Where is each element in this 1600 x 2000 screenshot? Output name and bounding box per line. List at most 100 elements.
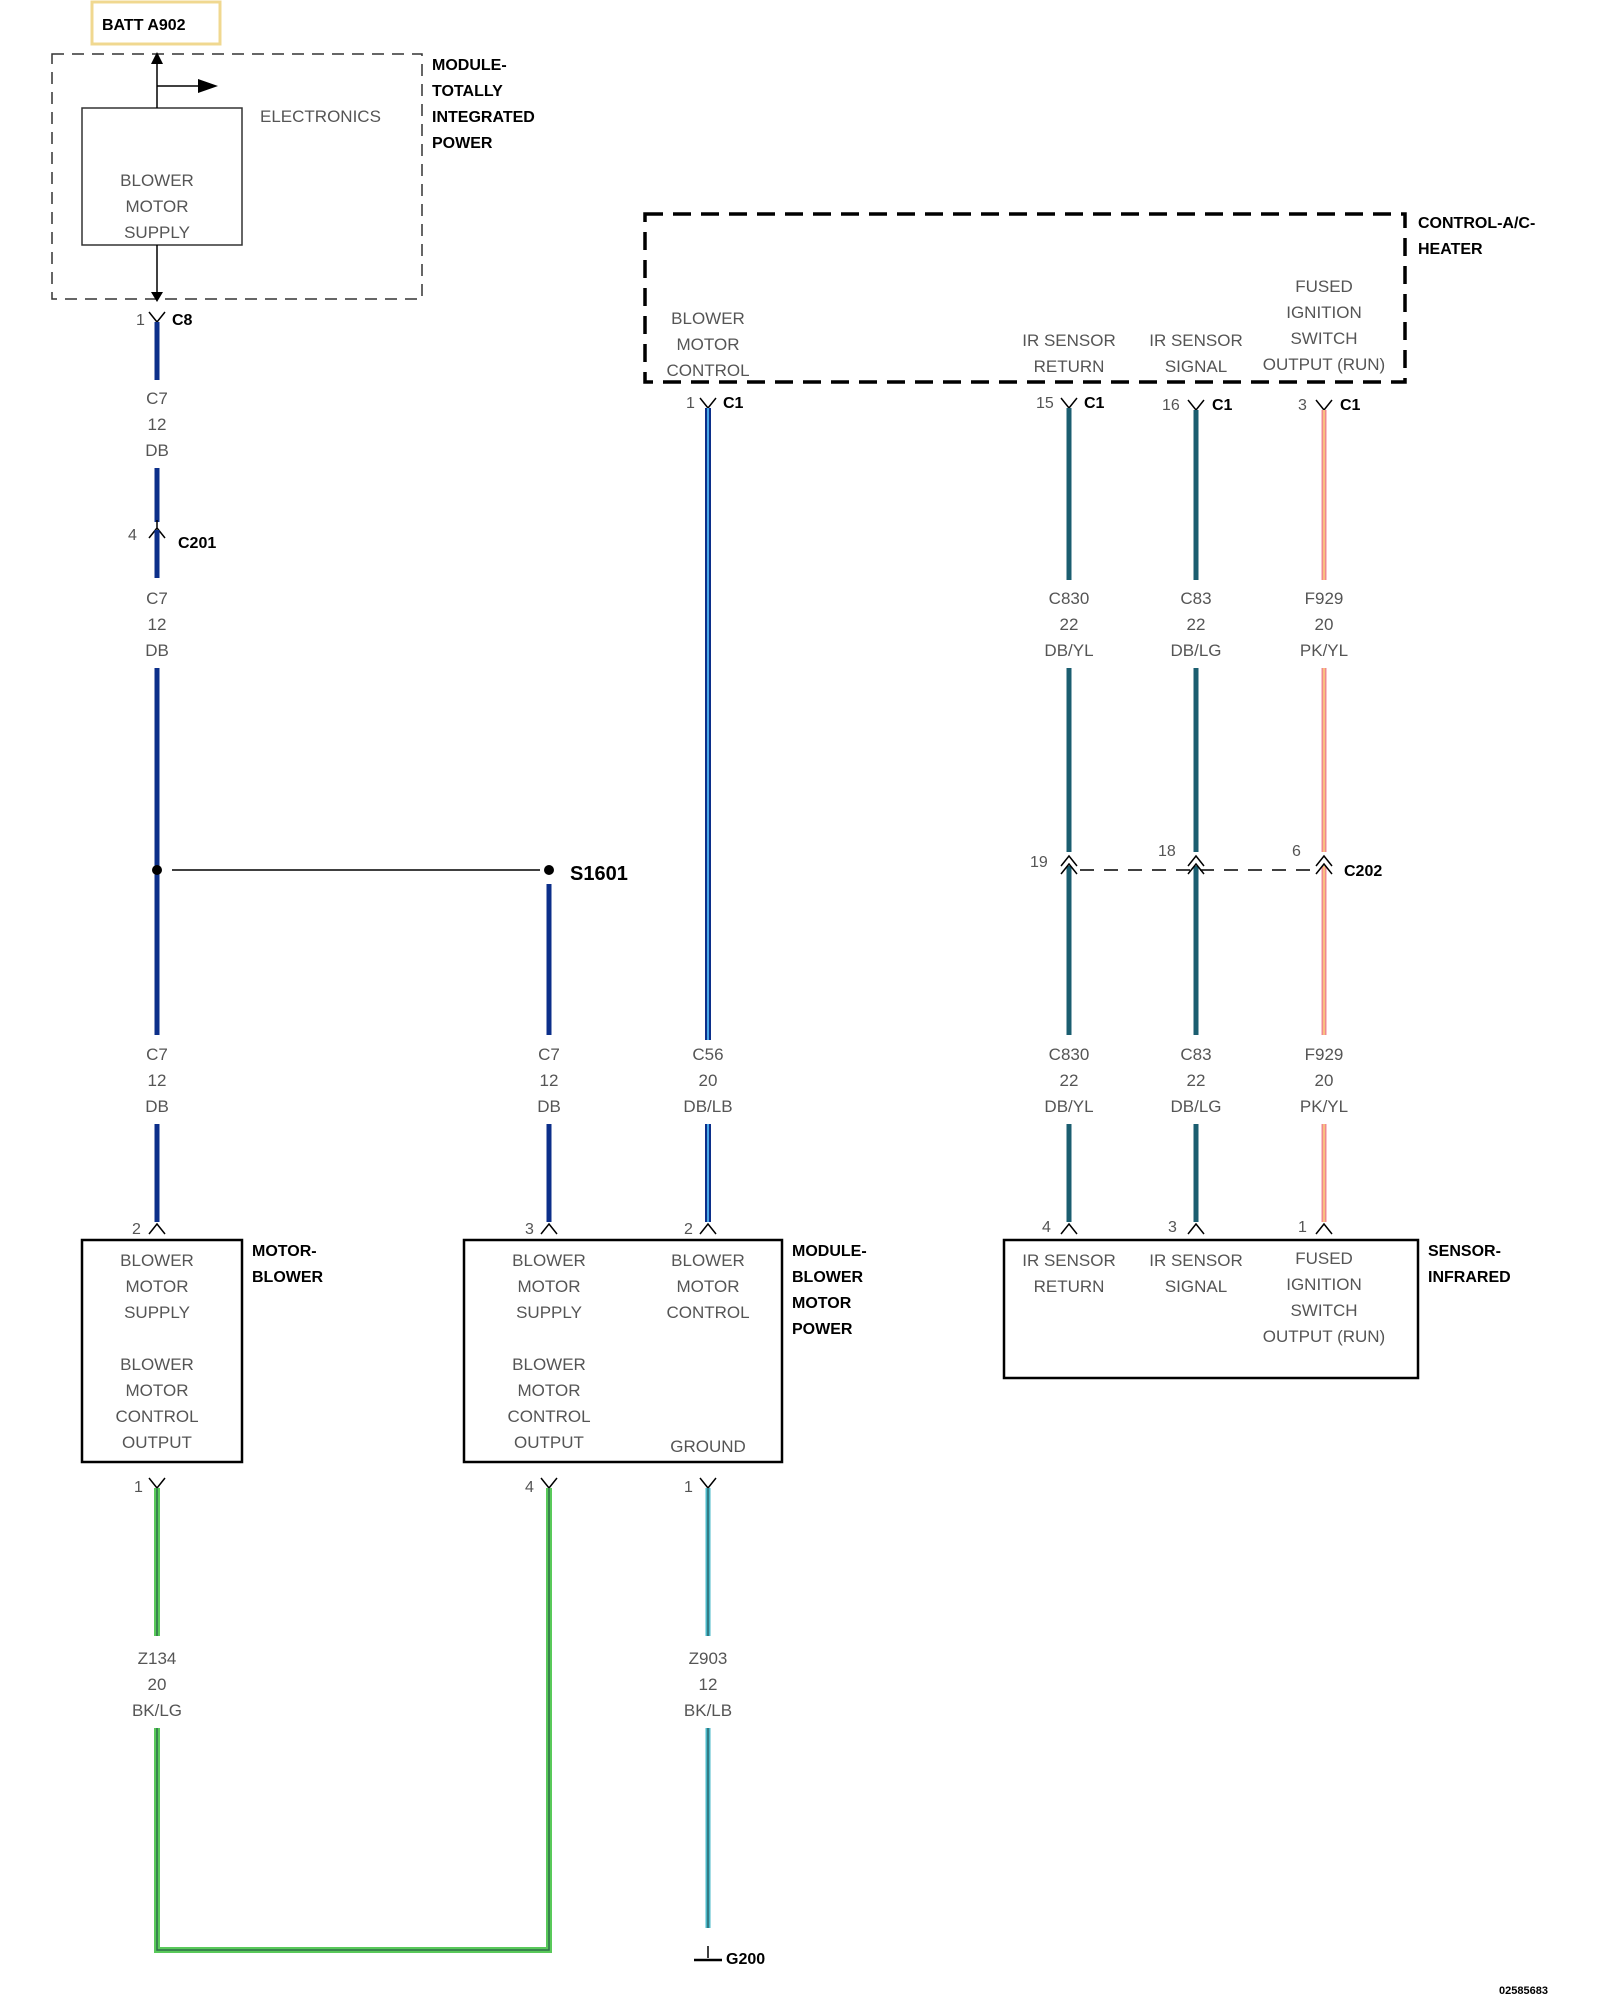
wire-label-c7-3: C7 12 DB bbox=[145, 1045, 169, 1116]
wire-label-bg-c56 bbox=[680, 1042, 736, 1122]
svg-text:20: 20 bbox=[148, 1675, 167, 1694]
connector-c1-pin1: 1 C1 bbox=[686, 395, 744, 412]
svg-text:IR SENSOR: IR SENSOR bbox=[1149, 331, 1243, 350]
svg-text:C830: C830 bbox=[1049, 589, 1090, 608]
svg-text:Z903: Z903 bbox=[689, 1649, 728, 1668]
wire-label-c7-2: C7 12 DB bbox=[145, 589, 169, 660]
motor-bottom-connector: 1 bbox=[134, 1477, 166, 1496]
svg-text:PK/YL: PK/YL bbox=[1300, 1097, 1348, 1116]
wire-label-f929-2: F929 20 PK/YL bbox=[1300, 1045, 1348, 1116]
svg-text:Z134: Z134 bbox=[138, 1649, 177, 1668]
svg-text:12: 12 bbox=[699, 1675, 718, 1694]
svg-text:3: 3 bbox=[1168, 1219, 1177, 1236]
svg-text:POWER: POWER bbox=[792, 1321, 853, 1338]
svg-text:19: 19 bbox=[1030, 854, 1048, 871]
bmpm-bottom-connector-4: 4 bbox=[525, 1477, 558, 1496]
svg-text:BK/LG: BK/LG bbox=[132, 1701, 182, 1720]
svg-text:C7: C7 bbox=[146, 589, 168, 608]
connector-c202-pin19: 19 bbox=[1030, 852, 1078, 875]
svg-text:BLOWER: BLOWER bbox=[671, 309, 745, 328]
wire-label-c83-1: C83 22 DB/LG bbox=[1170, 589, 1221, 660]
svg-text:C83: C83 bbox=[1180, 589, 1211, 608]
wire-label-c83-2: C83 22 DB/LG bbox=[1170, 1045, 1221, 1116]
svg-text:BK/LB: BK/LB bbox=[684, 1701, 732, 1720]
motor-top-connector: 2 bbox=[132, 1221, 166, 1238]
svg-text:CONTROL-A/C-: CONTROL-A/C- bbox=[1418, 215, 1535, 232]
svg-text:MOTOR: MOTOR bbox=[126, 1381, 189, 1400]
wire-z134-seg2 bbox=[154, 1488, 552, 1953]
connector-c1-pin3: 3 C1 bbox=[1298, 397, 1361, 414]
svg-text:SUPPLY: SUPPLY bbox=[516, 1303, 582, 1322]
svg-text:SWITCH: SWITCH bbox=[1290, 1301, 1357, 1320]
svg-text:C830: C830 bbox=[1049, 1045, 1090, 1064]
sensor-infrared-name: SENSOR- INFRARED bbox=[1428, 1243, 1511, 1286]
bmpm-box bbox=[462, 1238, 784, 1464]
motor-blower-box bbox=[80, 1238, 244, 1464]
wire-label-c56: C56 20 DB/LB bbox=[683, 1045, 732, 1116]
svg-text:IR SENSOR: IR SENSOR bbox=[1149, 1251, 1243, 1270]
svg-text:22: 22 bbox=[1187, 615, 1206, 634]
svg-text:MOTOR: MOTOR bbox=[792, 1295, 852, 1312]
svg-text:C1: C1 bbox=[1212, 397, 1233, 414]
svg-text:C1: C1 bbox=[1340, 397, 1361, 414]
svg-text:DB/YL: DB/YL bbox=[1044, 641, 1093, 660]
svg-text:C56: C56 bbox=[692, 1045, 723, 1064]
wire-label-c7-1: C7 12 DB bbox=[145, 389, 169, 460]
svg-text:MOTOR: MOTOR bbox=[677, 335, 740, 354]
svg-text:C7: C7 bbox=[146, 389, 168, 408]
tipm-module-outline bbox=[51, 53, 423, 300]
connector-c202-pin18: 18 bbox=[1158, 843, 1205, 875]
svg-text:SIGNAL: SIGNAL bbox=[1165, 1277, 1227, 1296]
bmpm-control-text: BLOWER MOTOR CONTROL bbox=[666, 1251, 749, 1322]
hvac-control-name: CONTROL-A/C- HEATER bbox=[1418, 215, 1535, 258]
svg-text:12: 12 bbox=[148, 415, 167, 434]
svg-text:MODULE-: MODULE- bbox=[792, 1243, 867, 1260]
svg-text:TOTALLY: TOTALLY bbox=[432, 83, 503, 100]
svg-text:OUTPUT: OUTPUT bbox=[514, 1433, 584, 1452]
down-arrow-icon bbox=[151, 292, 163, 302]
svg-text:12: 12 bbox=[540, 1071, 559, 1090]
svg-text:IR SENSOR: IR SENSOR bbox=[1022, 331, 1116, 350]
svg-text:MOTOR: MOTOR bbox=[518, 1381, 581, 1400]
hvac-blower-control-text: BLOWER MOTOR CONTROL bbox=[666, 309, 749, 380]
wire-label-z134: Z134 20 BK/LG bbox=[132, 1649, 182, 1720]
sensor-fused-ignition-text: FUSED IGNITION SWITCH OUTPUT (RUN) bbox=[1263, 1249, 1385, 1346]
tipm-electronics-label: ELECTRONICS bbox=[260, 107, 381, 126]
svg-text:22: 22 bbox=[1060, 615, 1079, 634]
svg-text:INFRARED: INFRARED bbox=[1428, 1269, 1511, 1286]
tipm-supply-text: BLOWER MOTOR SUPPLY bbox=[120, 171, 194, 242]
wire-label-c830-1: C830 22 DB/YL bbox=[1044, 589, 1093, 660]
motor-blower-text: BLOWER MOTOR SUPPLY BLOWER MOTOR CONTROL… bbox=[115, 1251, 198, 1452]
hvac-ir-return-text: IR SENSOR RETURN bbox=[1022, 331, 1116, 376]
svg-text:20: 20 bbox=[1315, 615, 1334, 634]
svg-text:BLOWER: BLOWER bbox=[512, 1251, 586, 1270]
svg-text:CONTROL: CONTROL bbox=[507, 1407, 590, 1426]
ground-icon bbox=[694, 1946, 722, 1962]
svg-text:20: 20 bbox=[699, 1071, 718, 1090]
sensor-ir-signal-text: IR SENSOR SIGNAL bbox=[1149, 1251, 1243, 1296]
tipm-supply-box bbox=[81, 107, 243, 246]
svg-text:CONTROL: CONTROL bbox=[115, 1407, 198, 1426]
tipm-module-name: MODULE- TOTALLY INTEGRATED POWER bbox=[432, 57, 535, 152]
batt-label-box bbox=[90, 0, 222, 46]
svg-text:22: 22 bbox=[1060, 1071, 1079, 1090]
svg-text:SUPPLY: SUPPLY bbox=[124, 1303, 190, 1322]
sensor-infrared-box bbox=[1002, 1238, 1420, 1380]
svg-text:IGNITION: IGNITION bbox=[1286, 303, 1362, 322]
svg-text:OUTPUT (RUN): OUTPUT (RUN) bbox=[1263, 355, 1385, 374]
wire-label-z903: Z903 12 BK/LB bbox=[684, 1649, 732, 1720]
wire-label-f929-1: F929 20 PK/YL bbox=[1300, 589, 1348, 660]
svg-text:IR SENSOR: IR SENSOR bbox=[1022, 1251, 1116, 1270]
ground-label: G200 bbox=[726, 1951, 765, 1968]
hvac-fused-ignition-text: FUSED IGNITION SWITCH OUTPUT (RUN) bbox=[1263, 277, 1385, 374]
svg-text:OUTPUT (RUN): OUTPUT (RUN) bbox=[1263, 1327, 1385, 1346]
c8-label: C8 bbox=[172, 312, 193, 329]
c202-label: C202 bbox=[1344, 863, 1382, 880]
svg-text:22: 22 bbox=[1187, 1071, 1206, 1090]
svg-text:CONTROL: CONTROL bbox=[666, 1303, 749, 1322]
svg-text:BLOWER: BLOWER bbox=[671, 1251, 745, 1270]
c201-pin: 4 bbox=[128, 527, 137, 544]
svg-text:DB: DB bbox=[537, 1097, 561, 1116]
svg-text:3: 3 bbox=[525, 1221, 534, 1238]
